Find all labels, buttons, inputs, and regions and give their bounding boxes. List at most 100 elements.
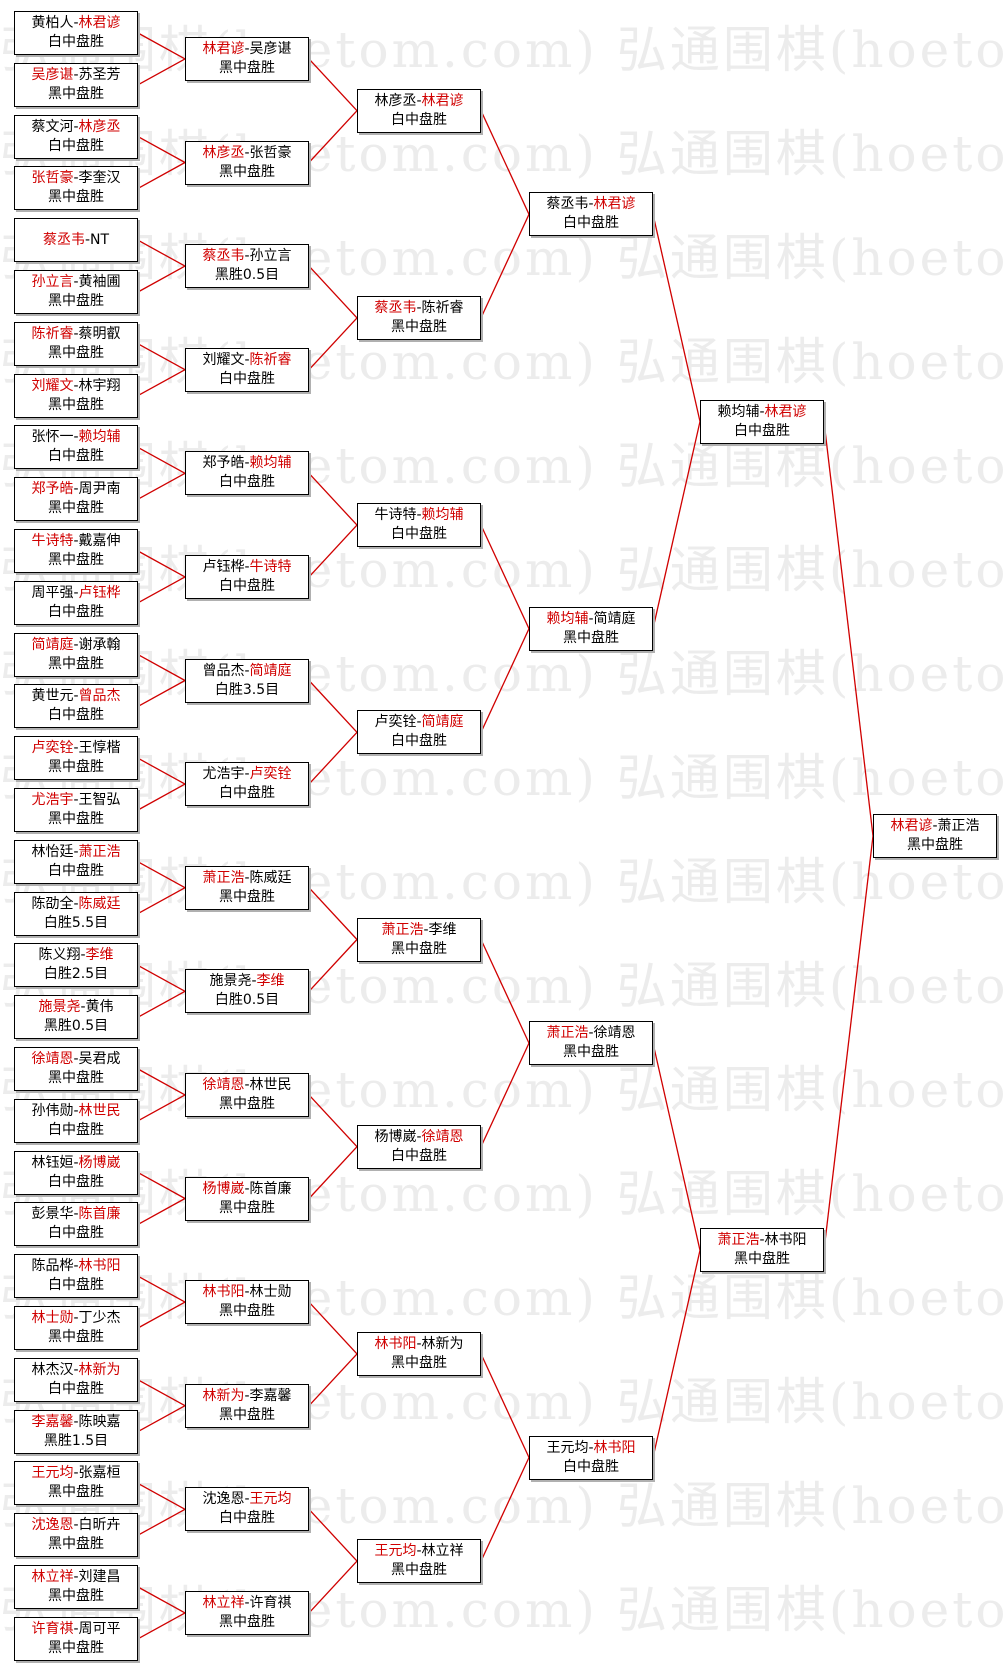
bracket-connector	[137, 136, 186, 164]
match-players: 牛诗特-戴嘉伸	[31, 532, 120, 551]
bracket-connector	[137, 887, 186, 915]
match-players: 林杰汉-林新为	[31, 1361, 120, 1380]
match-box: 卢奕铨-王惇楷黑中盘胜	[14, 736, 138, 781]
player-black: 吴彦谌	[31, 66, 74, 83]
match-box: 徐靖恩-吴君成黑中盘胜	[14, 1047, 138, 1091]
match-result: 黑中盘胜	[48, 1536, 104, 1553]
bracket-connector	[137, 1586, 186, 1614]
player-white: NT	[90, 231, 110, 248]
bracket-connector	[137, 1068, 186, 1096]
vs-dash: -	[73, 429, 79, 446]
match-box: 林杰汉-林新为白中盘胜	[14, 1357, 138, 1402]
player-black: 蔡丞韦	[202, 248, 245, 265]
match-box: 林新为-李嘉馨黑中盘胜	[185, 1383, 309, 1428]
bracket-connector	[480, 628, 530, 733]
match-box: 卢钰桦-牛诗特白中盘胜	[185, 554, 309, 599]
player-black: 杨博崴	[202, 1180, 245, 1197]
vs-dash: -	[73, 1154, 79, 1171]
match-players: 徐靖恩-吴君成	[31, 1050, 120, 1069]
match-result: 白中盘胜	[563, 1458, 619, 1475]
vs-dash: -	[73, 1517, 79, 1534]
match-box: 施景尧-黄伟黑胜0.5目	[14, 995, 138, 1040]
vs-dash: -	[244, 1594, 250, 1611]
match-result: 黑中盘胜	[563, 629, 619, 646]
match-players: 牛诗特-赖均辅	[374, 506, 463, 525]
match-players: 曾品杰-简靖庭	[202, 662, 291, 681]
match-box: 林彦丞-林君谚白中盘胜	[357, 88, 481, 133]
player-black: 林士勋	[31, 1310, 74, 1326]
match-box: 彭景华-陈首廉白中盘胜	[14, 1202, 138, 1247]
player-white: 林君谚	[593, 196, 636, 213]
match-result: 白中盘胜	[48, 448, 104, 465]
player-black: 林书阳	[374, 1335, 417, 1352]
match-result: 黑中盘胜	[219, 1199, 275, 1216]
vs-dash: -	[588, 610, 594, 627]
match-result: 黑中盘胜	[48, 85, 104, 102]
match-box: 郑予皓-周尹南黑中盘胜	[14, 477, 138, 522]
match-players: 林立祥-刘建昌	[31, 1568, 120, 1587]
player-white: 苏圣芳	[78, 66, 121, 83]
player-white: 林书阳	[593, 1439, 636, 1456]
bracket-connector	[308, 317, 358, 371]
player-black: 林新为	[202, 1387, 245, 1404]
player-white: 萧正浩	[937, 817, 980, 834]
player-white: 林士勋	[249, 1284, 292, 1301]
vs-dash: -	[251, 973, 257, 990]
match-box: 孙伟勋-林世民白中盘胜	[14, 1098, 138, 1143]
bracket-connector	[308, 1301, 358, 1355]
match-result: 黑中盘胜	[48, 189, 104, 206]
match-box: 林怡廷-萧正浩白中盘胜	[14, 839, 138, 884]
match-result: 白中盘胜	[734, 422, 790, 439]
player-black: 林杰汉	[31, 1361, 74, 1378]
bracket-connector	[308, 731, 358, 785]
match-result: 白胜2.5目	[43, 966, 109, 983]
match-result: 黑中盘胜	[219, 1303, 275, 1320]
player-black: 牛诗特	[31, 533, 74, 549]
bracket-connector	[480, 1042, 530, 1147]
match-players: 沈逸恩-王元均	[202, 1490, 291, 1509]
match-box: 萧正浩-林书阳黑中盘胜	[700, 1228, 824, 1273]
vs-dash: -	[588, 1439, 594, 1456]
player-white: 张嘉桓	[78, 1465, 121, 1482]
player-black: 林钰姮	[31, 1154, 74, 1171]
vs-dash: -	[73, 377, 79, 394]
vs-dash: -	[73, 1258, 79, 1275]
match-box: 王元均-张嘉桓黑中盘胜	[14, 1461, 138, 1506]
player-white: 李维	[428, 921, 457, 938]
vs-dash: -	[759, 403, 765, 420]
match-box: 蔡文河-林彦丞白中盘胜	[14, 114, 138, 159]
match-box: 沈逸恩-王元均白中盘胜	[185, 1487, 309, 1532]
bracket-connector	[137, 1094, 186, 1122]
player-black: 孙立言	[31, 274, 74, 290]
match-players: 周平强-卢钰桦	[31, 584, 120, 603]
match-box: 王元均-林书阳白中盘胜	[529, 1435, 653, 1480]
match-players: 黄世元-曾品杰	[31, 687, 120, 706]
match-players: 许育祺-周可平	[31, 1620, 120, 1639]
bracket-connector	[480, 524, 530, 629]
vs-dash: -	[84, 231, 91, 248]
match-players: 萧正浩-林书阳	[717, 1231, 806, 1250]
bracket-connector	[137, 1275, 186, 1303]
vs-dash: -	[244, 144, 250, 161]
vs-dash: -	[73, 1206, 79, 1223]
bracket-connector	[308, 265, 358, 319]
player-white: 林君谚	[764, 403, 807, 420]
match-result: 白胜5.5目	[43, 914, 109, 931]
bracket-connector	[137, 1482, 186, 1510]
bracket-connector	[480, 939, 530, 1044]
match-result: 黑中盘胜	[48, 1588, 104, 1604]
match-box: 黄柏人-林君谚白中盘胜	[14, 11, 138, 55]
match-box: 曾品杰-简靖庭白胜3.5目	[185, 658, 309, 703]
match-players: 刘耀文-陈祈睿	[202, 351, 291, 370]
player-black: 陈祈睿	[31, 325, 74, 342]
bracket-connector	[652, 214, 701, 422]
player-black: 尤浩宇	[202, 766, 245, 783]
match-players: 萧正浩-李维	[381, 921, 456, 940]
player-white: 徐靖恩	[421, 1128, 464, 1145]
match-result: 白中盘胜	[391, 733, 447, 750]
bracket-connector	[308, 1094, 358, 1148]
bracket-connector	[137, 654, 186, 682]
match-result: 白中盘胜	[48, 1225, 104, 1242]
match-result: 白中盘胜	[48, 137, 104, 154]
